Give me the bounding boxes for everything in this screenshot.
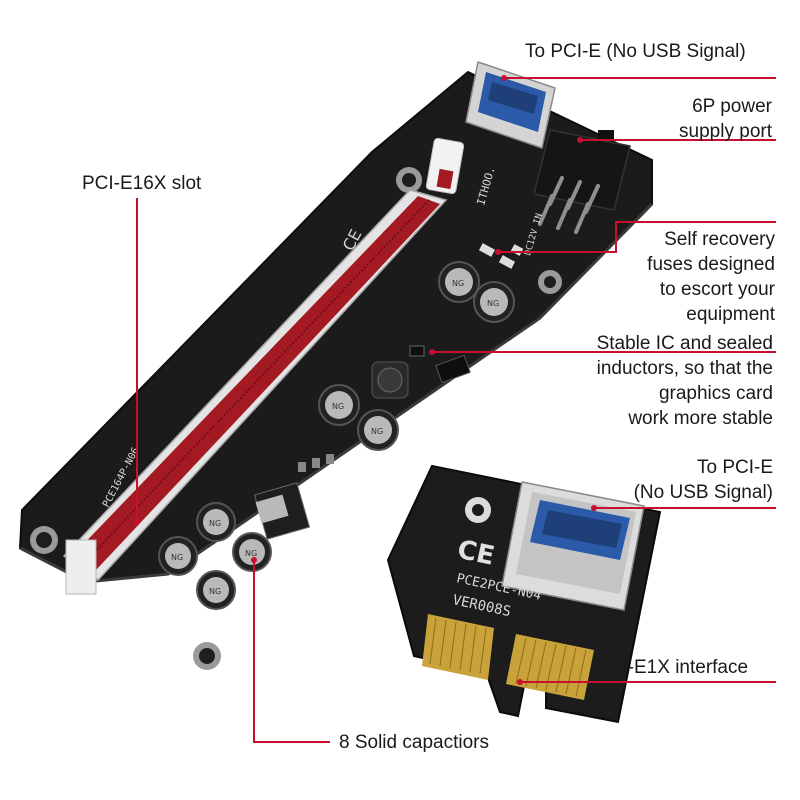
label-usb-bottom: To PCI-E (No USB Signal) (634, 455, 773, 505)
capacitor: NG (318, 384, 360, 426)
leader-lines (136, 77, 776, 743)
main-riser-board: ITHOO. DC12V IN PCE164P-N06 CE NG NG NG … (18, 61, 654, 670)
label-line: Stable IC and sealed (596, 333, 773, 354)
svg-text:NG: NG (245, 549, 257, 558)
mounting-hole (396, 167, 422, 193)
capacitor: NG (196, 502, 236, 542)
label-line: Self recovery (664, 229, 775, 250)
label-power-port: 6P power supply port (679, 94, 772, 144)
svg-text:NG: NG (209, 587, 221, 596)
label-line: (No USB Signal) (633, 482, 773, 503)
capacitor: NG (158, 536, 198, 576)
label-line: inductors, so that the (596, 358, 773, 379)
label-line: work more stable (628, 408, 773, 429)
label-capacitors: 8 Solid capactiors (339, 732, 489, 753)
label-usb-top: To PCI-E (No USB Signal) (525, 41, 746, 62)
label-line: To PCI-E (696, 457, 773, 478)
usb-port-bottom (501, 481, 645, 611)
usb-port-top (465, 61, 556, 149)
power-pins (538, 176, 600, 234)
label-stable-ic: Stable IC and sealed inductors, so that … (597, 331, 773, 431)
label-line: equipment (686, 304, 775, 325)
svg-text:NG: NG (452, 279, 464, 288)
pcie-16x-slot (62, 137, 465, 595)
label-line: to escort your (659, 279, 775, 300)
capacitor: NG (232, 532, 272, 572)
pcie-1x-adapter: CE PCE2PCE-N04 VER008S (386, 464, 662, 724)
capacitor: NG (438, 261, 480, 303)
ic-inductor (371, 345, 471, 399)
label-fuses: Self recovery fuses designed to escort y… (647, 227, 775, 327)
mounting-hole (30, 526, 58, 554)
mounting-hole (538, 270, 562, 294)
leader-fuses (498, 221, 776, 253)
capacitor: NG (357, 409, 399, 451)
mounting-hole (193, 642, 221, 670)
label-interface: PCI-E1X interface (596, 657, 749, 678)
pcie-1x-contacts (422, 614, 594, 700)
pcb-edge (19, 202, 654, 584)
svg-text:NG: NG (171, 553, 183, 562)
capacitor: NG (196, 570, 236, 610)
svg-text:NG: NG (332, 402, 344, 411)
capacitor: NG (473, 281, 515, 323)
svg-text:NG: NG (371, 427, 383, 436)
label-line: fuses designed (647, 254, 775, 275)
label-line: graphics card (658, 383, 773, 404)
svg-text:NG: NG (209, 519, 221, 528)
leader-capacitors (253, 560, 330, 743)
label-line: supply port (679, 121, 772, 142)
power-connector-6p (533, 129, 631, 234)
ce-mark: CE (455, 535, 497, 572)
svg-text:NG: NG (487, 299, 499, 308)
leader-dots (134, 75, 597, 685)
label-line: 6P power (692, 96, 772, 117)
label-slot: PCI-E16X slot (82, 173, 202, 194)
voltage-regulator (253, 454, 334, 540)
